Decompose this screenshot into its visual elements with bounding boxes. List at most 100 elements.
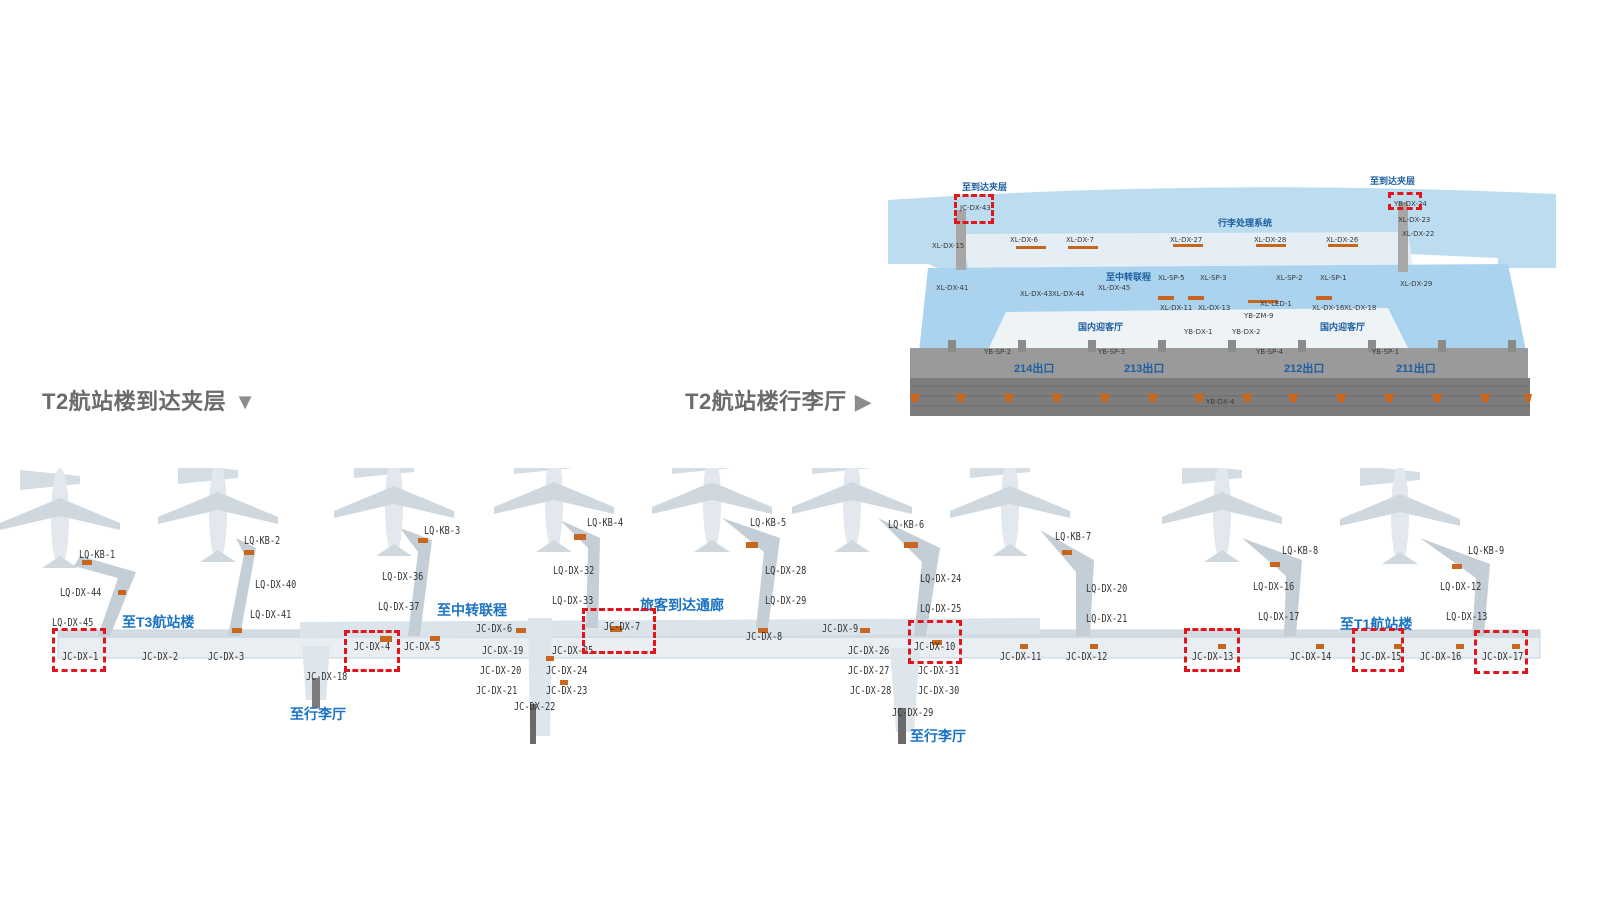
baggage-system-label: 行李处理系统 bbox=[1218, 218, 1273, 228]
highlight-jc-dx-17 bbox=[1474, 630, 1528, 674]
dx-label: LQ-DX-32 bbox=[553, 564, 595, 577]
jc-label: JC-DX-21 bbox=[476, 684, 518, 697]
kb-label: LQ-KB-5 bbox=[750, 516, 787, 529]
baggage-code-label: XL-DX-22 bbox=[1402, 230, 1435, 238]
jc-label: JC-DX-4 bbox=[354, 640, 391, 653]
baggage-code-label: XL-DX-45 bbox=[1098, 284, 1131, 292]
highlight-jc-dx-1 bbox=[52, 628, 106, 672]
baggage-hall-drawing bbox=[888, 187, 1556, 416]
arrival-mezzanine-title-text: T2航站楼到达夹层 bbox=[42, 389, 227, 414]
down-triangle-icon: ▼ bbox=[234, 389, 257, 414]
baggage-code-label: XL-SP-1 bbox=[1320, 274, 1347, 282]
arrival-mezzanine-title: T2航站楼到达夹层 ▼ bbox=[42, 384, 256, 416]
kb-label: LQ-KB-9 bbox=[1468, 544, 1505, 557]
baggage-code-label: XL-DX-16 bbox=[1312, 304, 1345, 312]
baggage-code-label: XL-SP-3 bbox=[1200, 274, 1227, 282]
jc-label: JC-DX-7 bbox=[604, 620, 641, 633]
highlight-jc-dx-10 bbox=[908, 620, 962, 664]
dx-label: LQ-DX-45 bbox=[52, 616, 94, 629]
exit-212: 212出口 bbox=[1284, 363, 1325, 375]
domestic-waiting-right: 国内迎客厅 bbox=[1320, 322, 1366, 332]
exit-211: 211出口 bbox=[1396, 363, 1436, 375]
jc-label: JC-DX-18 bbox=[306, 670, 348, 683]
exit-214: 214出口 bbox=[1014, 363, 1055, 375]
baggage-to-mezzanine-right: 至到达夹层 bbox=[1370, 176, 1416, 186]
baggage-code-label: XL-DX-13 bbox=[1198, 304, 1231, 312]
dx-label: LQ-DX-40 bbox=[255, 578, 297, 591]
jc-label: JC-DX-17 bbox=[1482, 650, 1524, 663]
jc-label: JC-DX-30 bbox=[918, 684, 960, 697]
baggage-code-label: XL-DX-15 bbox=[932, 242, 965, 250]
highlight-jc-dx-4 bbox=[344, 630, 400, 672]
baggage-code-label: XL-DX-7 bbox=[1066, 236, 1094, 244]
baggage-transfer-label: 至中转联程 bbox=[1106, 272, 1152, 282]
jc-label: JC-DX-31 bbox=[918, 664, 960, 677]
baggage-code-label: XL-LED-1 bbox=[1260, 300, 1292, 308]
jc-label: JC-DX-11 bbox=[1000, 650, 1042, 663]
baggage-code-label: YB-SP-3 bbox=[1098, 348, 1126, 356]
dx-label: LQ-DX-21 bbox=[1086, 612, 1128, 625]
jc-label: JC-DX-20 bbox=[480, 664, 522, 677]
jc-label: JC-DX-16 bbox=[1420, 650, 1462, 663]
baggage-code-label: XL-DX-26 bbox=[1326, 236, 1359, 244]
baggage-hall-title-text: T2航站楼行李厅 bbox=[685, 389, 847, 414]
jc-label: JC-DX-8 bbox=[746, 630, 783, 643]
jc-label: JC-DX-10 bbox=[914, 640, 956, 653]
label-to-transfer: 至中转联程 bbox=[437, 602, 507, 618]
dx-label: LQ-DX-37 bbox=[378, 600, 420, 613]
kb-label: LQ-KB-4 bbox=[587, 516, 624, 529]
dx-label: LQ-DX-36 bbox=[382, 570, 424, 583]
dx-label: LQ-DX-41 bbox=[250, 608, 292, 621]
baggage-code-label: YB-SP-2 bbox=[984, 348, 1012, 356]
baggage-code-label: YB-DX-4 bbox=[1206, 398, 1235, 406]
baggage-code-label: YB-DX-1 bbox=[1184, 328, 1213, 336]
dx-label: LQ-DX-16 bbox=[1253, 580, 1295, 593]
dx-label: LQ-DX-13 bbox=[1446, 610, 1488, 623]
domestic-waiting-left: 国内迎客厅 bbox=[1078, 322, 1124, 332]
dx-label: LQ-DX-33 bbox=[552, 594, 594, 607]
mezzanine-drawing bbox=[0, 468, 1541, 744]
exit-213: 213出口 bbox=[1124, 363, 1165, 375]
baggage-code-label: XL-DX-27 bbox=[1170, 236, 1203, 244]
jc-label: JC-DX-14 bbox=[1290, 650, 1332, 663]
baggage-code-label: XL-DX-44 bbox=[1052, 290, 1085, 298]
dx-label: LQ-DX-17 bbox=[1258, 610, 1300, 623]
highlight-jc-dx-15 bbox=[1352, 628, 1404, 672]
dx-label: LQ-DX-29 bbox=[765, 594, 807, 607]
jc-label: JC-DX-24 bbox=[546, 664, 588, 677]
kb-label: LQ-KB-1 bbox=[79, 548, 116, 561]
baggage-code-label: XL-DX-11 bbox=[1160, 304, 1193, 312]
baggage-code-label: YB-DX-2 bbox=[1232, 328, 1261, 336]
baggage-code-label: XL-SP-2 bbox=[1276, 274, 1303, 282]
jc-label: JC-DX-29 bbox=[892, 706, 934, 719]
jc-label: JC-DX-22 bbox=[514, 700, 556, 713]
baggage-code-label: XL-DX-18 bbox=[1344, 304, 1377, 312]
jc-label: JC-DX-3 bbox=[208, 650, 245, 663]
jc-label: JC-DX-23 bbox=[546, 684, 588, 697]
label-to-baggage-left: 至行李厅 bbox=[290, 706, 346, 722]
baggage-code-label: XL-DX-6 bbox=[1010, 236, 1038, 244]
dx-label: LQ-DX-25 bbox=[920, 602, 962, 615]
baggage-code-label: XL-DX-43 bbox=[1020, 290, 1053, 298]
dx-label: LQ-DX-44 bbox=[60, 586, 102, 599]
dx-label: LQ-DX-20 bbox=[1086, 582, 1128, 595]
jc-label: JC-DX-26 bbox=[848, 644, 890, 657]
jc-label: JC-DX-15 bbox=[1360, 650, 1402, 663]
jc-label: JC-DX-28 bbox=[850, 684, 892, 697]
highlight-jc-dx-7 bbox=[582, 608, 656, 654]
dx-label: LQ-DX-28 bbox=[765, 564, 807, 577]
jc-label: JC-DX-1 bbox=[62, 650, 99, 663]
label-to-t3: 至T3航站楼 bbox=[122, 614, 195, 630]
baggage-to-mezzanine-left: 至到达夹层 bbox=[962, 182, 1008, 192]
baggage-code-label: YB-DX-24 bbox=[1394, 200, 1427, 208]
baggage-highlight-jc-dx-43 bbox=[954, 194, 994, 224]
baggage-code-label: YB-SP-1 bbox=[1372, 348, 1400, 356]
jc-label: JC-DX-13 bbox=[1192, 650, 1234, 663]
kb-label: LQ-KB-2 bbox=[244, 534, 281, 547]
baggage-hall-title: T2航站楼行李厅▶ bbox=[685, 384, 872, 416]
baggage-code-label: XL-DX-23 bbox=[1398, 216, 1431, 224]
baggage-code-label: JC-DX-43 bbox=[960, 204, 991, 212]
baggage-highlight-yb-dx-24 bbox=[1388, 192, 1422, 210]
jc-label: JC-DX-6 bbox=[476, 622, 513, 635]
baggage-code-label: XL-DX-29 bbox=[1400, 280, 1433, 288]
